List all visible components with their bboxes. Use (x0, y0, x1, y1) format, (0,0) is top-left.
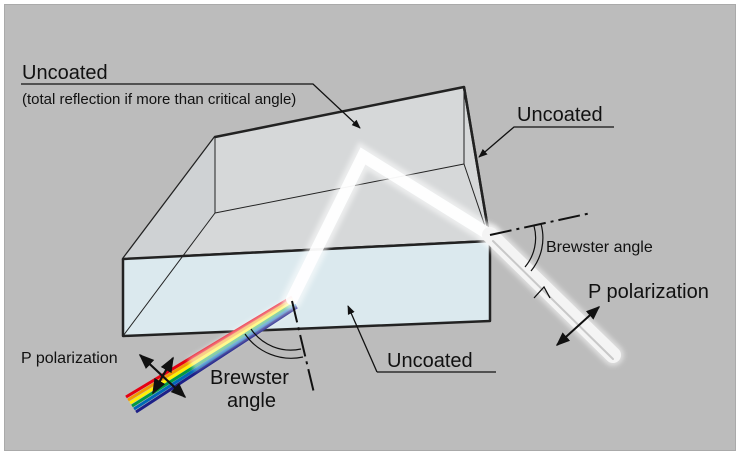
polarization-arrow-left (138, 353, 187, 399)
label-total-reflection-note: (total reflection if more than critical … (22, 91, 296, 108)
label-bottom-uncoated: Uncoated (387, 350, 473, 372)
diagram-frame: Uncoated (total reflection if more than … (4, 4, 736, 451)
label-brewster-left-line1: Brewster (210, 367, 289, 389)
label-brewster-left-line2: angle (227, 390, 276, 412)
polarization-arrow-right (533, 285, 601, 346)
label-right-uncoated: Uncoated (517, 104, 603, 126)
leader-lines (21, 83, 614, 373)
brewster-normal-right (489, 212, 592, 272)
label-brewster-angle-right: Brewster angle (546, 239, 653, 256)
brewster-normal-left (244, 300, 315, 394)
prism-diagram: Uncoated (total reflection if more than … (21, 62, 709, 414)
label-top-uncoated: Uncoated (22, 62, 108, 84)
label-p-polarization-left: P polarization (21, 350, 118, 367)
label-p-polarization-right: P polarization (588, 281, 709, 303)
